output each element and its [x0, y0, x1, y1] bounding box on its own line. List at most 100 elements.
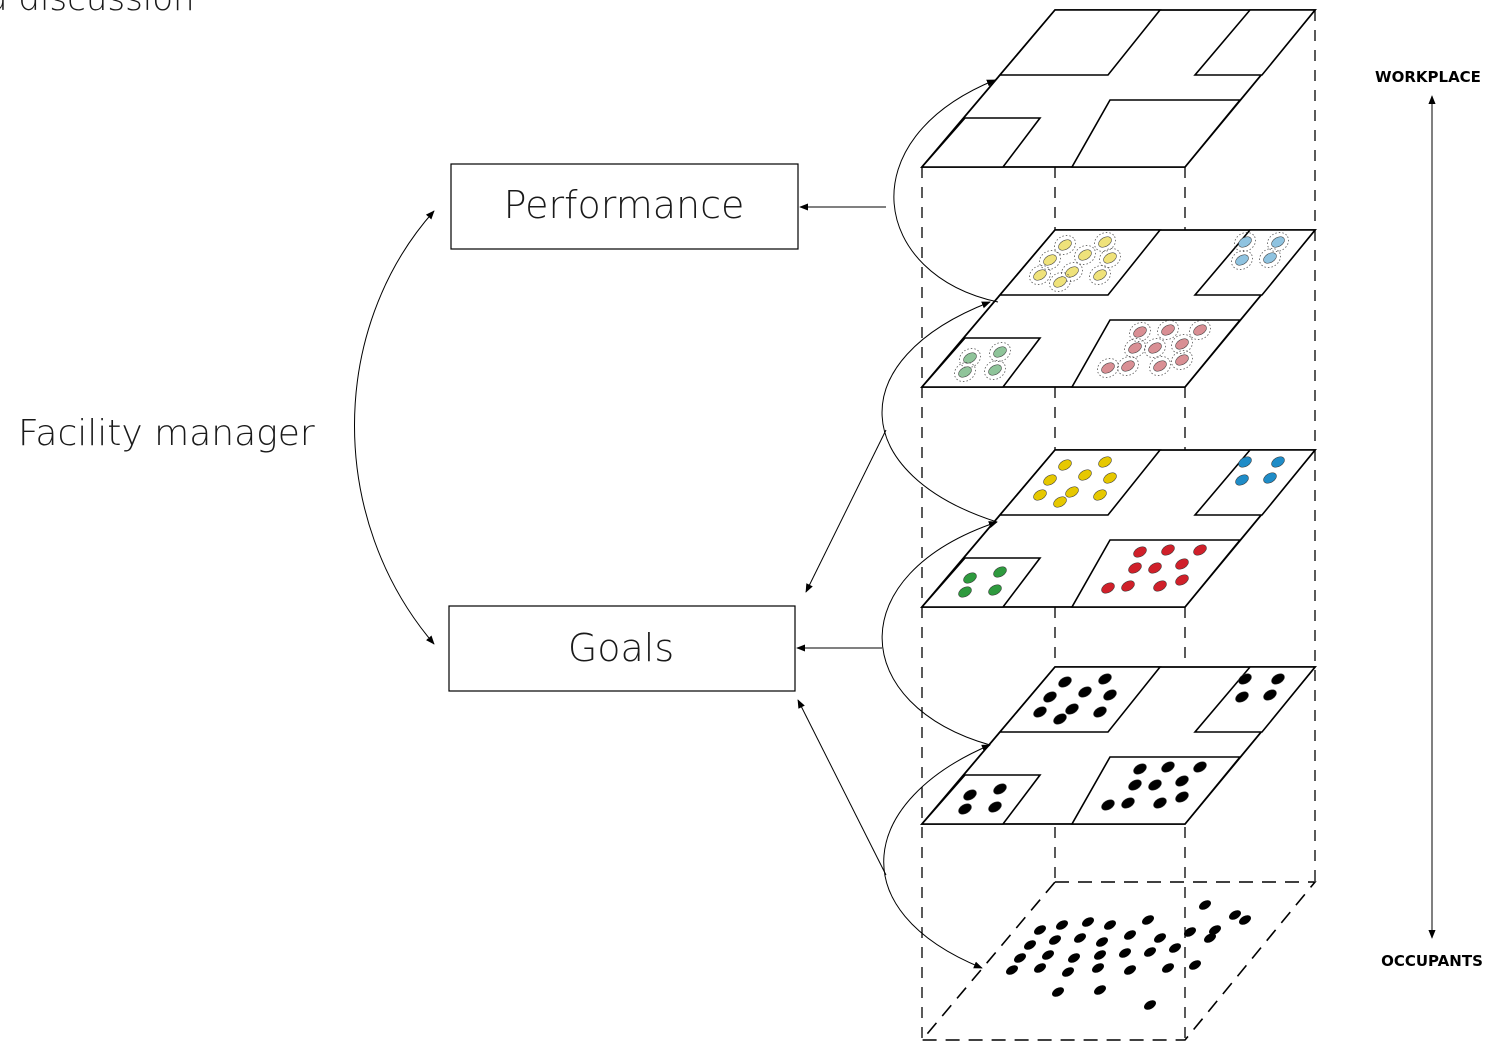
occupant-dot — [1053, 276, 1067, 288]
occupant-dot — [1238, 236, 1252, 248]
occupant-dot — [1184, 927, 1196, 937]
occupant-dot — [1098, 456, 1112, 468]
occupant-dot — [1062, 967, 1074, 977]
room-south-west — [920, 117, 1042, 168]
occupant-dot — [1024, 940, 1036, 950]
occupant-dot — [1068, 953, 1080, 963]
occupants-field — [920, 881, 1317, 1041]
occupant-dot — [1101, 362, 1115, 374]
occupant-dot — [1043, 474, 1057, 486]
occupant-dot — [1006, 965, 1018, 975]
occupant-dot — [1121, 797, 1135, 809]
occupant-dot — [1153, 360, 1167, 372]
occupant-dot — [1175, 558, 1189, 570]
layer-zone-clusters — [920, 229, 1317, 388]
occupant-dot — [963, 572, 977, 584]
occupant-dot — [958, 803, 972, 815]
occupant-dot — [1043, 691, 1057, 703]
occupant-dot — [1124, 965, 1136, 975]
occupant-dot — [1104, 920, 1116, 930]
occupant-dot — [1096, 937, 1108, 947]
occupant-halo — [989, 342, 1011, 362]
occupant-dot — [1209, 925, 1221, 935]
occupant-dot — [1074, 933, 1086, 943]
occupant-dot — [1121, 360, 1135, 372]
room-south-east — [1070, 319, 1242, 388]
occupant-dot — [1098, 673, 1112, 685]
occupant-dot — [1078, 469, 1092, 481]
occupant-dot — [1133, 763, 1147, 775]
occupant-dot — [1175, 338, 1189, 350]
occupant-dot — [1175, 791, 1189, 803]
occupant-dot — [1128, 342, 1142, 354]
occupant-dot — [1271, 456, 1285, 468]
occupant-dot — [1053, 496, 1067, 508]
occupant-dot — [1043, 254, 1057, 266]
occupant-dot — [1133, 546, 1147, 558]
occupant-dot — [1235, 474, 1249, 486]
workplace-label: WORKPLACE — [1375, 68, 1481, 86]
occupant-dot — [1033, 706, 1047, 718]
goals-label: Goals — [568, 626, 674, 670]
occupant-dot — [1128, 562, 1142, 574]
occupant-dot — [1078, 249, 1092, 261]
occupant-dot — [1162, 963, 1174, 973]
occupant-dot — [1271, 673, 1285, 685]
facility-manager-arc — [354, 210, 435, 645]
occupant-dot — [1193, 324, 1207, 336]
occupant-dot — [1235, 691, 1249, 703]
occupant-dot — [993, 783, 1007, 795]
occupant-dot — [1153, 580, 1167, 592]
room-south-east — [1070, 99, 1242, 168]
occupant-dot — [1229, 910, 1241, 920]
room-north-east — [1193, 229, 1317, 296]
occupant-dot — [1101, 582, 1115, 594]
occupant-dot — [1033, 489, 1047, 501]
occupant-dot — [1144, 1000, 1156, 1010]
occupant-dot — [1238, 673, 1252, 685]
occupant-dot — [1058, 239, 1072, 251]
occupant-dot — [958, 586, 972, 598]
occupant-dot — [1103, 689, 1117, 701]
performance-label: Performance — [504, 183, 745, 227]
layer-zone-groups — [920, 449, 1317, 608]
occupant-dot — [1119, 948, 1131, 958]
occupant-dot — [1014, 953, 1026, 963]
loop-arc-middle — [881, 521, 998, 746]
occupant-halo — [959, 348, 981, 368]
occupant-dot — [1056, 920, 1068, 930]
occupant-dot — [1094, 985, 1106, 995]
occupant-dot — [1144, 947, 1156, 957]
room-south-east — [1070, 539, 1242, 608]
occupant-dot — [1199, 900, 1211, 910]
occupant-dot — [1153, 797, 1167, 809]
occupant-dot — [1175, 354, 1189, 366]
occupant-dot — [1128, 779, 1142, 791]
occupant-dot — [1092, 963, 1104, 973]
occupant-dot — [1065, 266, 1079, 278]
occupant-dot — [1033, 269, 1047, 281]
room-north-east — [1193, 9, 1317, 76]
occupant-dot — [1093, 269, 1107, 281]
occupant-dot — [993, 346, 1007, 358]
occupant-dot — [1238, 456, 1252, 468]
occupant-dot — [1263, 472, 1277, 484]
occupant-dot — [1161, 324, 1175, 336]
loop-arc-top — [893, 79, 999, 303]
occupant-dot — [1175, 775, 1189, 787]
loop-arc-upper — [881, 301, 998, 523]
occupant-dot — [988, 364, 1002, 376]
occupant-dot — [1271, 236, 1285, 248]
occupant-dot — [1239, 915, 1251, 925]
occupant-dot — [1103, 252, 1117, 264]
occupant-dot — [988, 584, 1002, 596]
occupant-dot — [1154, 933, 1166, 943]
occupant-dot — [1142, 915, 1154, 925]
occupant-dot — [1065, 703, 1079, 715]
occupant-dot — [1082, 917, 1094, 927]
occupant-dot — [1058, 459, 1072, 471]
occupant-dot — [1124, 930, 1136, 940]
occupants-field-outline — [920, 881, 1317, 1041]
occupant-dot — [1133, 326, 1147, 338]
